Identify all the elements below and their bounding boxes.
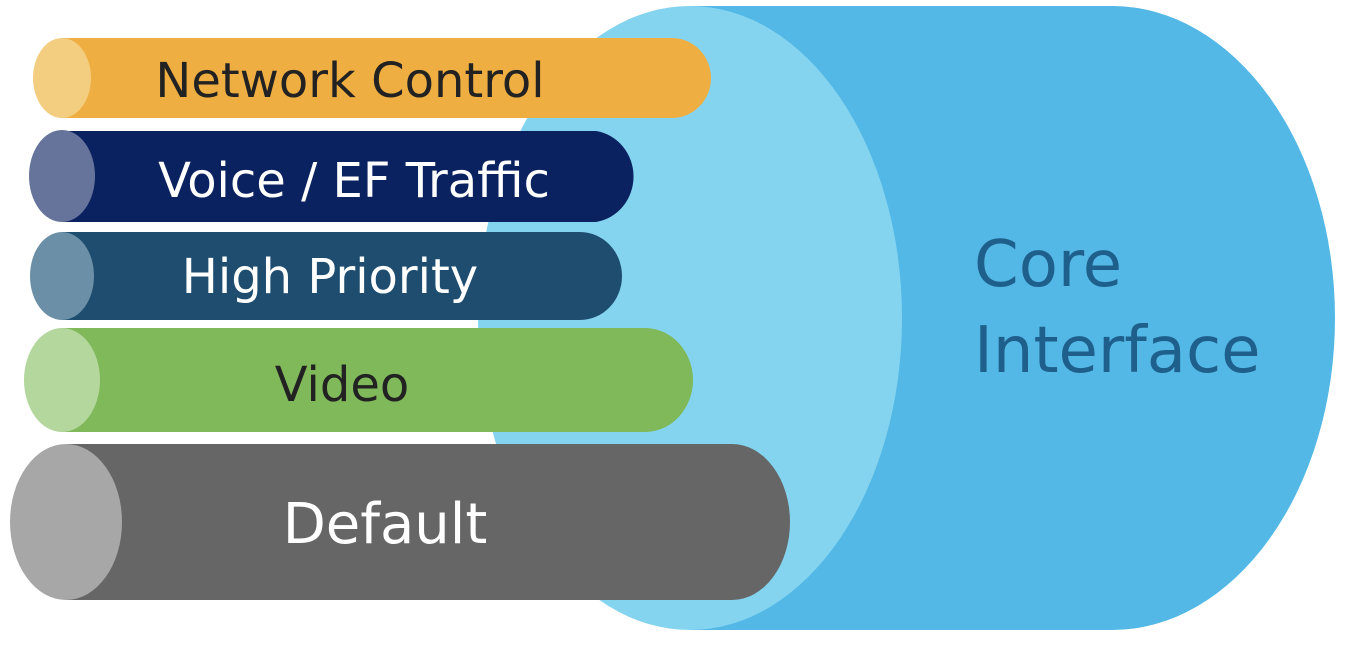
pipe-high-priority-label: High Priority (182, 249, 478, 305)
pipe-video-label: Video (275, 357, 409, 413)
pipe-high-priority-cap (30, 232, 94, 320)
pipe-network-control-cap (33, 38, 91, 118)
pipe-voice-ef-body (62, 131, 634, 222)
pipe-default-cap (10, 444, 122, 600)
pipe-voice-ef-cap (29, 130, 95, 222)
pipe-video: Video (24, 328, 693, 432)
pipe-network-control-body (62, 38, 711, 118)
pipe-high-priority-body (62, 232, 622, 320)
pipe-voice-ef: Voice / EF Traffic (29, 130, 634, 222)
pipe-default: Default (10, 444, 790, 600)
core-label-line2: Interface (974, 314, 1261, 388)
pipe-voice-ef-label: Voice / EF Traffic (158, 153, 550, 209)
pipe-video-body (62, 328, 693, 432)
pipe-default-label: Default (283, 492, 488, 557)
core-label-line1: Core (974, 228, 1122, 302)
pipe-high-priority: High Priority (30, 232, 622, 320)
pipe-network-control-label: Network Control (155, 53, 544, 109)
pipe-video-cap (24, 328, 100, 432)
pipe-default-body (66, 444, 790, 600)
pipe-network-control: Network Control (33, 38, 711, 118)
